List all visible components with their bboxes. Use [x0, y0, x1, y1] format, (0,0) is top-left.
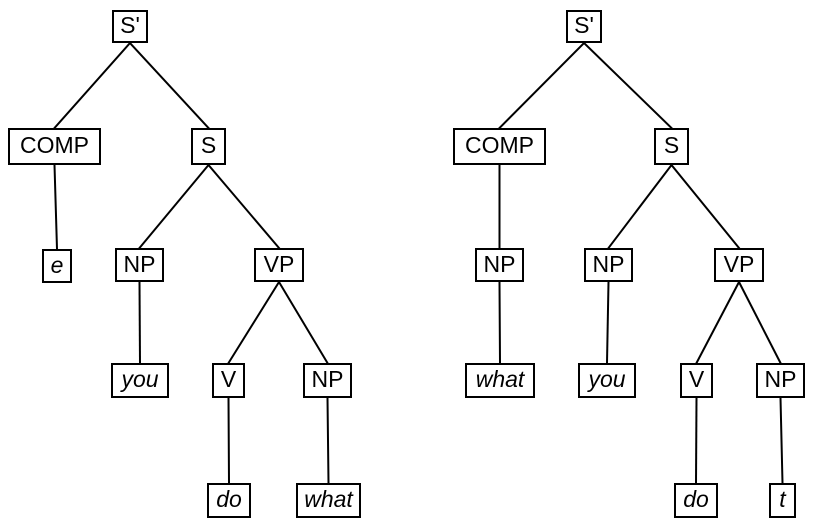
- tree-edge-sbar-to-comp: [53, 41, 132, 130]
- tree-node-label: COMP: [465, 132, 534, 158]
- tree-node-label: t: [779, 486, 786, 512]
- tree-node-r-np1: NP: [584, 248, 633, 282]
- tree-edge-s-to-np: [138, 163, 210, 250]
- tree-node-l-np1: NP: [115, 248, 164, 282]
- tree-node-label: what: [475, 366, 525, 392]
- tree-node-l-v: V: [212, 363, 245, 398]
- tree-edge-np-to-what: [326, 396, 330, 485]
- tree-edge-np-to-t: [779, 396, 784, 485]
- tree-node-label: VP: [263, 250, 295, 277]
- tree-edge-s-to-vp: [670, 163, 741, 250]
- tree-edge-np-to-you: [605, 280, 610, 365]
- tree-node-l-np2: NP: [303, 363, 352, 398]
- tree-edge-v-to-do: [694, 396, 698, 485]
- tree-edge-np-to-you: [138, 280, 142, 365]
- tree-node-r-what: what: [465, 363, 535, 398]
- tree-node-label: VP: [723, 250, 755, 277]
- tree-node-label: S: [663, 132, 680, 158]
- tree-node-r-np2: NP: [756, 363, 805, 398]
- tree-node-l-comp: COMP: [8, 128, 101, 165]
- tree-node-label: what: [304, 486, 353, 512]
- tree-node-l-what: what: [296, 483, 361, 518]
- tree-node-r-np0: NP: [475, 248, 524, 282]
- tree-node-l-s: S: [191, 128, 226, 165]
- tree-node-label: NP: [483, 250, 516, 277]
- tree-node-r-vp: VP: [714, 248, 764, 282]
- tree-node-r-s: S: [654, 128, 689, 165]
- tree-node-l-you: you: [111, 363, 169, 398]
- tree-edge-comp-to-e: [53, 163, 59, 251]
- tree-edge-vp-to-np: [737, 280, 782, 365]
- tree-node-label: NP: [311, 366, 344, 392]
- tree-edge-sbar-to-s: [128, 41, 210, 130]
- tree-node-r-t: t: [769, 483, 796, 518]
- tree-node-label: you: [588, 366, 626, 392]
- tree-node-l-sbar: S': [112, 10, 148, 43]
- tree-edge-vp-to-v: [695, 280, 741, 365]
- tree-node-label: do: [216, 486, 242, 512]
- tree-node-r-v: V: [680, 363, 713, 398]
- tree-node-l-e: e: [42, 249, 72, 283]
- tree-node-label: V: [688, 366, 705, 392]
- tree-node-l-vp: VP: [254, 248, 304, 282]
- tree-node-label: S': [574, 12, 594, 38]
- tree-node-label: S': [120, 12, 140, 38]
- tree-node-label: e: [50, 251, 64, 278]
- tree-node-r-do: do: [674, 483, 718, 518]
- tree-edge-vp-to-np: [277, 280, 329, 365]
- tree-edge-v-to-do: [227, 396, 231, 485]
- tree-node-label: NP: [764, 366, 797, 392]
- tree-node-label: V: [220, 366, 237, 392]
- tree-node-label: you: [121, 366, 159, 392]
- tree-node-label: NP: [123, 250, 156, 277]
- tree-node-r-comp: COMP: [453, 128, 546, 165]
- tree-node-label: S: [200, 132, 217, 158]
- tree-edge-np-to-what: [498, 280, 502, 365]
- tree-edge-sbar-to-s: [582, 41, 673, 130]
- tree-node-label: COMP: [20, 132, 89, 158]
- tree-edge-vp-to-v: [227, 280, 281, 365]
- tree-edge-s-to-vp: [207, 163, 281, 250]
- tree-edge-s-to-np: [607, 163, 673, 250]
- tree-node-label: NP: [592, 250, 625, 277]
- tree-node-r-you: you: [578, 363, 636, 398]
- tree-node-l-do: do: [207, 483, 251, 518]
- tree-node-label: do: [683, 486, 709, 512]
- tree-edge-sbar-to-comp: [498, 41, 586, 130]
- tree-node-r-sbar: S': [566, 10, 602, 43]
